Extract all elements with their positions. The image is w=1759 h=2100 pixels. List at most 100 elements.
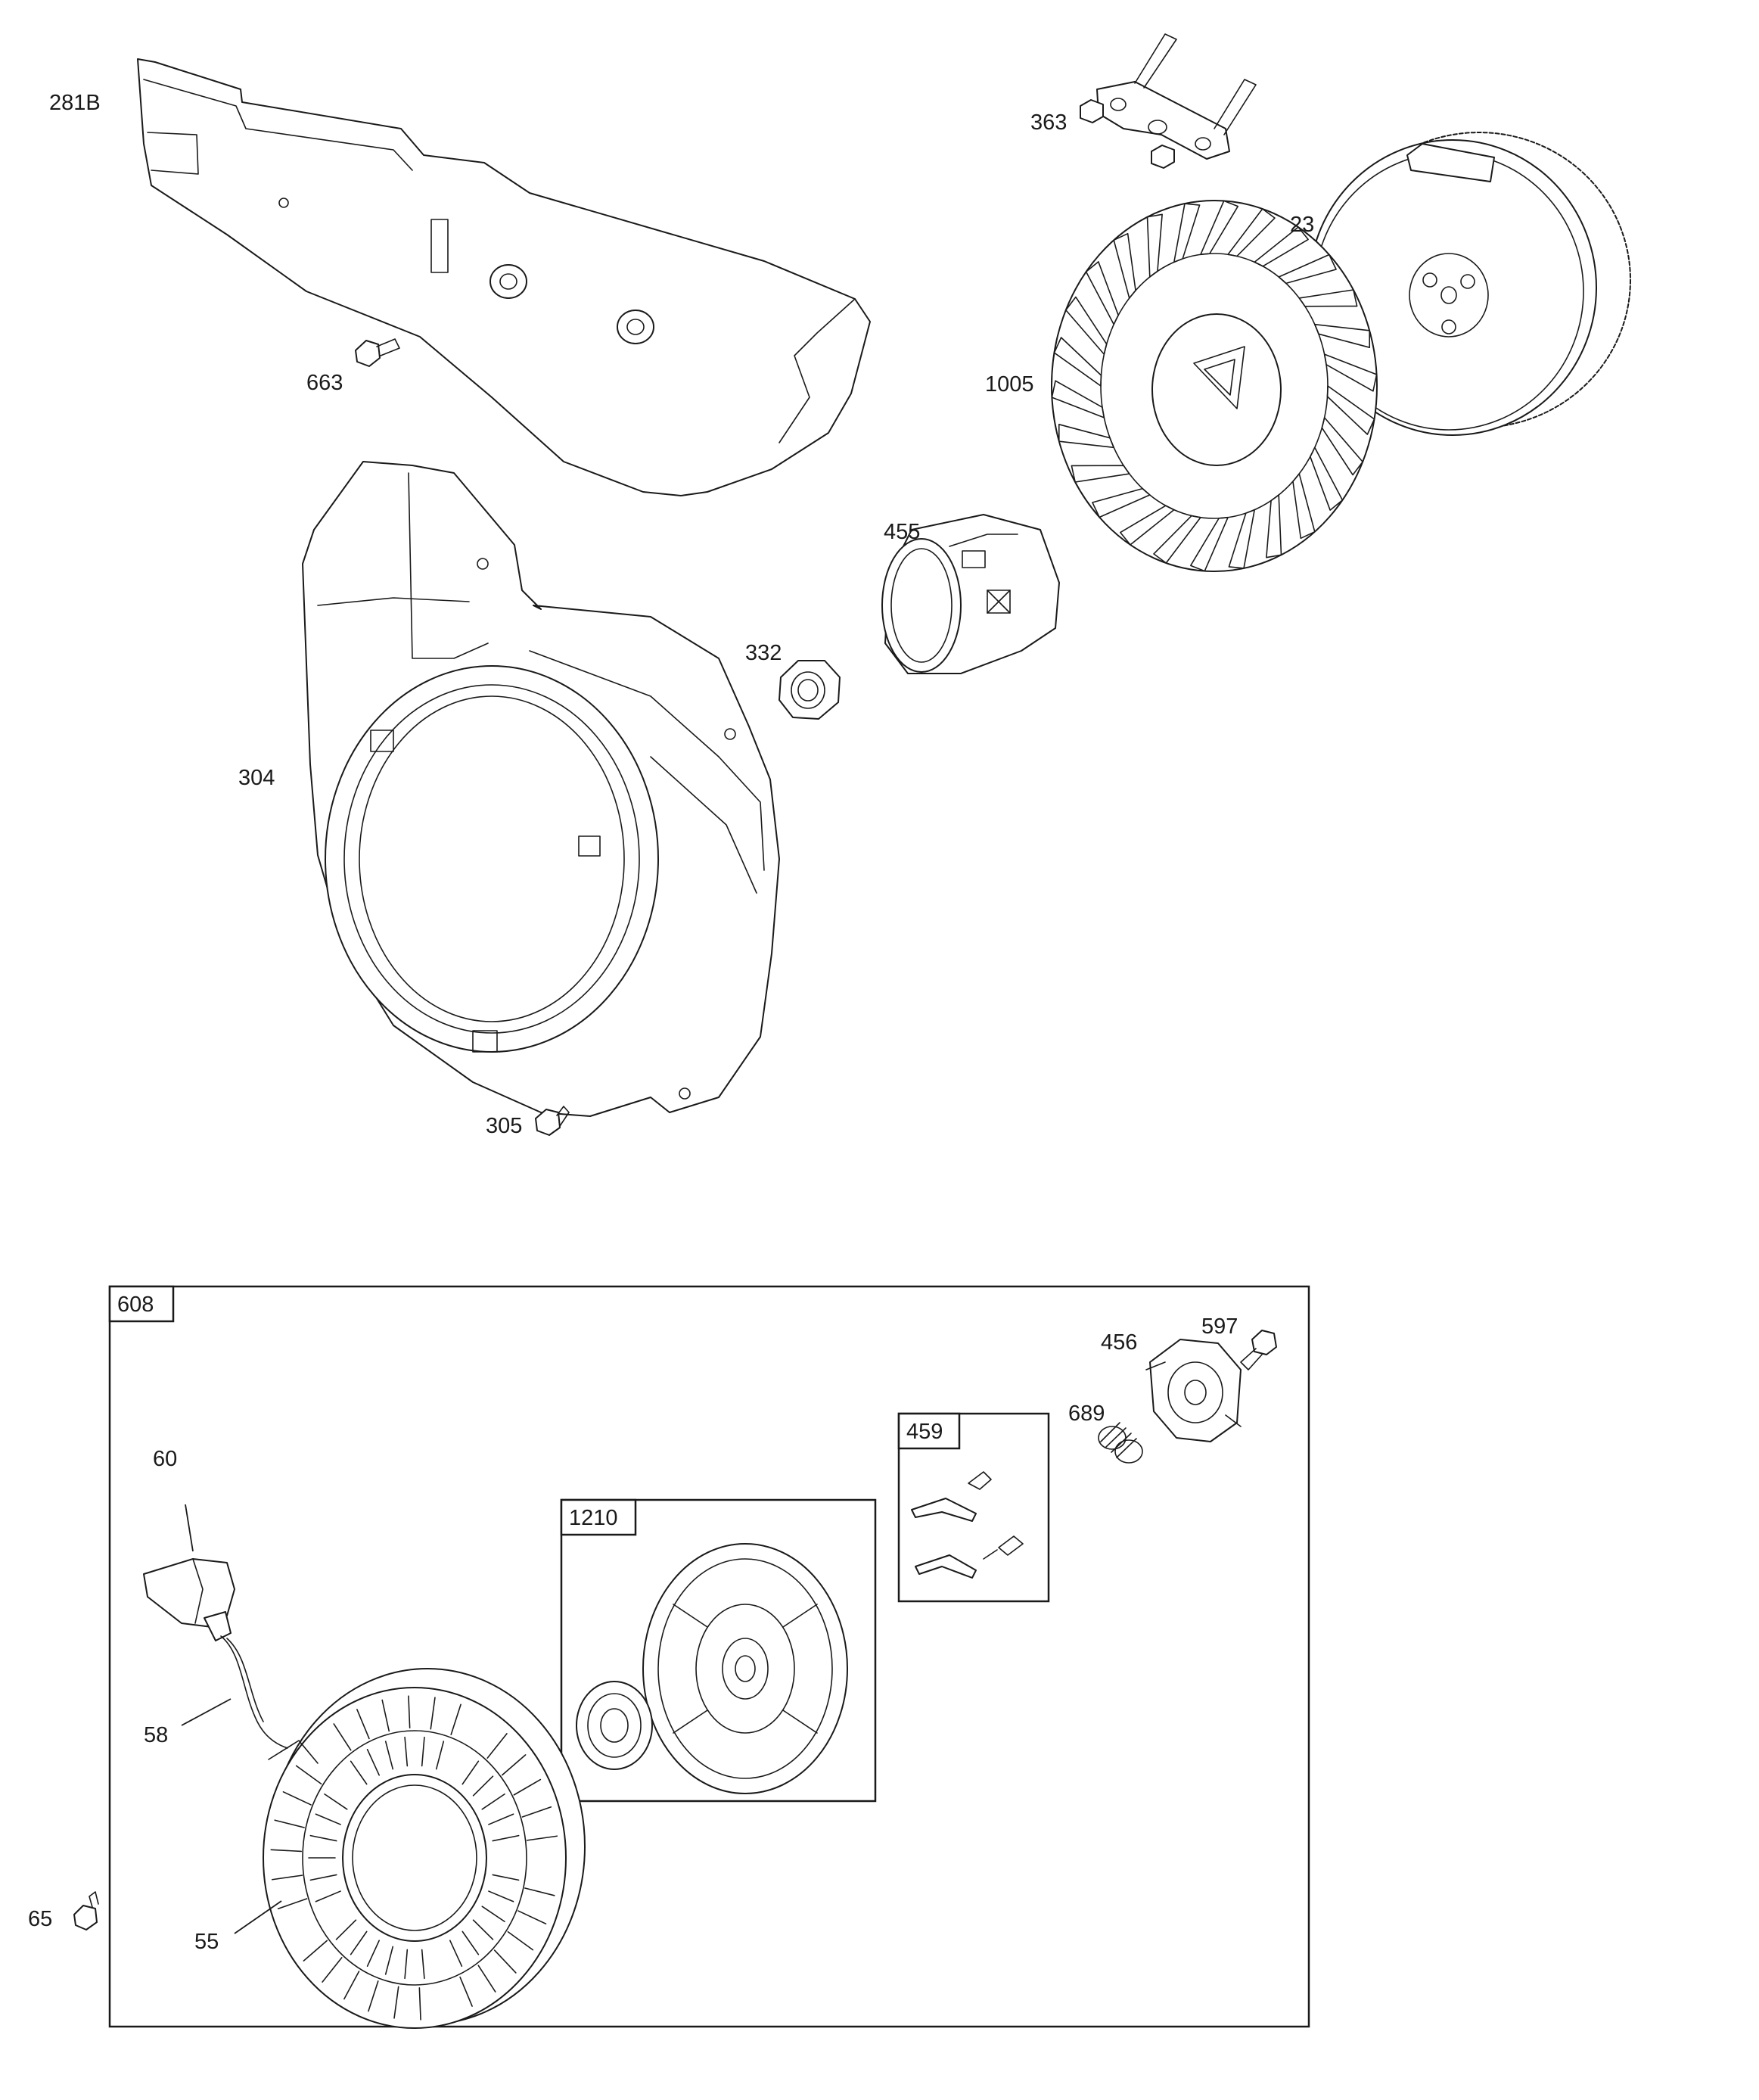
callout-455[interactable]: 455	[884, 520, 920, 544]
cover-slot-inner	[315, 1813, 341, 1825]
callout-597[interactable]: 597	[1201, 1314, 1238, 1339]
kit-frame-608	[108, 1285, 1310, 2028]
screw-part-597[interactable]	[1240, 1330, 1277, 1370]
cover-slot-inner	[472, 1775, 494, 1797]
bolt-part-305[interactable]	[535, 1106, 570, 1136]
cover-slot-outer	[274, 1819, 305, 1828]
cover-slot-inner	[449, 1940, 463, 1968]
fan-blade	[1326, 385, 1375, 435]
cover-slot-inner	[309, 1834, 337, 1842]
cover-slot-inner	[492, 1874, 520, 1881]
callout-281B[interactable]: 281B	[49, 91, 101, 115]
cover-slot-inner	[366, 1748, 380, 1776]
cover-slot-inner	[421, 1949, 425, 1980]
cover-slot-outer	[270, 1849, 302, 1853]
callout-332[interactable]: 332	[745, 641, 782, 665]
cover-slot-outer	[343, 1971, 360, 2000]
fan-blade	[1278, 254, 1337, 285]
cover-slot-outer	[322, 1957, 343, 1983]
callout-23[interactable]: 23	[1290, 213, 1314, 237]
cover-slot-inner	[324, 1793, 348, 1810]
baffle-part-281B[interactable]	[137, 58, 871, 496]
fan-blade	[1292, 473, 1316, 540]
cover-slot-inner	[350, 1930, 368, 1955]
cover-slot-outer	[295, 1765, 322, 1785]
cover-slot-inner	[384, 1946, 394, 1975]
fan-blade	[1053, 337, 1102, 387]
callout-1005[interactable]: 1005	[985, 372, 1034, 397]
rope-part-58[interactable]	[220, 1635, 288, 1749]
cover-slot-inner	[404, 1949, 409, 1980]
fan-blade	[1113, 232, 1136, 299]
fan-part-1005[interactable]	[1051, 200, 1378, 572]
cover-slot-outer	[526, 1835, 558, 1841]
pawl-plate-part-456[interactable]	[1145, 1339, 1242, 1442]
fan-blade	[1092, 487, 1151, 518]
fan-blade	[1228, 509, 1255, 569]
cover-slot-outer	[333, 1723, 352, 1751]
pawl-kit-part-459[interactable]	[897, 1412, 1050, 1603]
cover-slot-inner	[309, 1874, 337, 1881]
cover-slot-inner	[462, 1930, 480, 1955]
cover-slot-outer	[418, 1987, 421, 2021]
fan-blade	[1310, 446, 1344, 511]
fan-blade	[1254, 226, 1309, 267]
cup-part-455[interactable]	[881, 514, 1060, 674]
callout-65[interactable]: 65	[28, 1907, 52, 1931]
cover-slot-outer	[277, 1898, 308, 1910]
callout-608[interactable]: 608	[117, 1293, 154, 1317]
cover-slot-inner	[404, 1736, 409, 1767]
cover-slot-outer	[381, 1699, 390, 1732]
fan-blade	[1071, 465, 1130, 483]
screw-part-65[interactable]	[73, 1891, 99, 1930]
cover-slot-inner	[492, 1834, 520, 1842]
handle-part-60[interactable]	[143, 1558, 235, 1641]
callout-305[interactable]: 305	[486, 1114, 522, 1138]
fan-blade	[1065, 296, 1108, 355]
leader-lines	[181, 1504, 282, 1934]
cover-slot-inner	[384, 1741, 394, 1770]
fan-blade	[1153, 515, 1201, 564]
callout-304[interactable]: 304	[238, 766, 275, 790]
cover-slot-inner	[481, 1906, 505, 1923]
callout-1210[interactable]: 1210	[569, 1506, 618, 1530]
callout-58[interactable]: 58	[144, 1723, 168, 1747]
cover-slot-outer	[459, 1976, 473, 2007]
cover-slot-outer	[282, 1791, 312, 1806]
pulley-kit-part-1210[interactable]	[560, 1498, 877, 1803]
fan-blade	[1051, 380, 1105, 418]
screw-part-663[interactable]	[355, 338, 400, 367]
spring-part-689[interactable]	[1098, 1422, 1143, 1464]
cover-slot-inner	[435, 1741, 445, 1770]
cover-slot-outer	[450, 1703, 462, 1735]
cover-slot-outer	[524, 1887, 555, 1896]
callout-363[interactable]: 363	[1030, 110, 1067, 135]
cover-slot-outer	[493, 1949, 517, 1974]
callout-663[interactable]: 663	[306, 371, 343, 395]
fan-blade	[1173, 203, 1201, 263]
cover-slot-inner	[315, 1890, 341, 1902]
cover-slot-outer	[408, 1695, 411, 1728]
bracket-part-363[interactable]	[1080, 33, 1257, 169]
cover-slot-outer	[393, 1986, 399, 2019]
kit-tag-608[interactable]	[108, 1285, 175, 1323]
callout-55[interactable]: 55	[194, 1930, 219, 1954]
fan-blade	[1314, 323, 1371, 348]
callout-689[interactable]: 689	[1068, 1402, 1105, 1426]
cover-slot-outer	[477, 1965, 496, 1993]
callout-60[interactable]: 60	[153, 1447, 177, 1471]
fan-blade	[1146, 213, 1163, 278]
blower-housing-part-304[interactable]	[302, 461, 780, 1117]
cover-slot-inner	[488, 1813, 514, 1825]
cover-slot-inner	[488, 1890, 514, 1902]
callout-labels: 281B 363 23 663 1005 455 332 304 305 608…	[28, 91, 1314, 1954]
callout-456[interactable]: 456	[1101, 1330, 1137, 1355]
fan-blade	[1321, 417, 1363, 476]
cover-slot-outer	[356, 1709, 370, 1740]
nut-part-332[interactable]	[778, 660, 841, 720]
cover-slot-outer	[486, 1733, 508, 1759]
cover-slot-inner	[462, 1760, 480, 1785]
callout-459[interactable]: 459	[906, 1420, 943, 1444]
recoil-cover-part-55[interactable]	[263, 1668, 586, 2029]
